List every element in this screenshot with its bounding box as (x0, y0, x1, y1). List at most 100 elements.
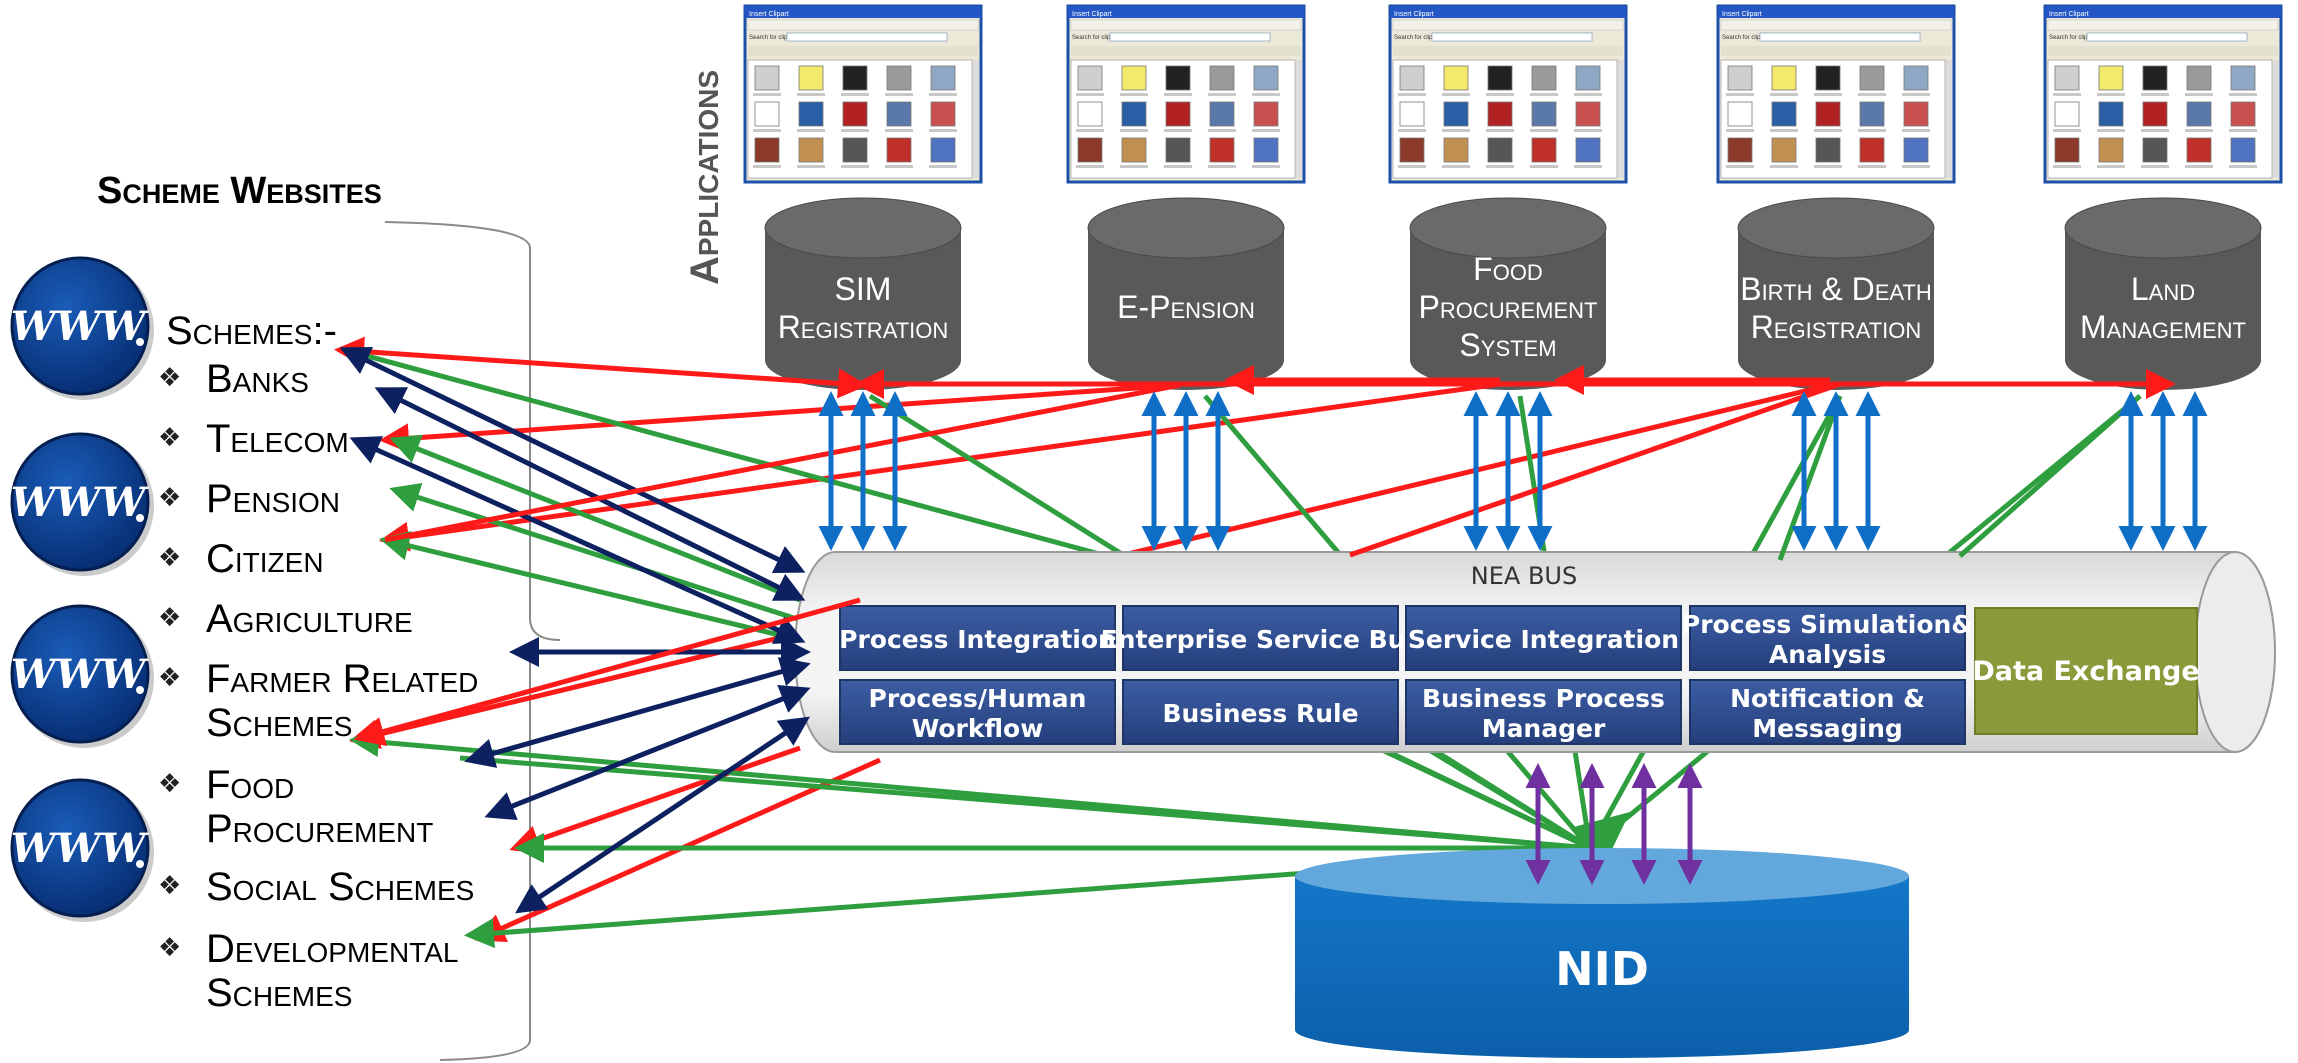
search-input[interactable] (2086, 32, 2248, 42)
clipart-thumbnail-icon[interactable] (1121, 137, 1147, 163)
bus-component-box[interactable]: Service Integration (1405, 605, 1682, 671)
clipart-thumbnail-icon[interactable] (1253, 137, 1279, 163)
scheme-item-label[interactable]: Food (206, 763, 294, 807)
clipart-thumbnail-icon[interactable] (886, 101, 912, 127)
clipart-thumbnail-icon[interactable] (1815, 65, 1841, 91)
clipart-thumbnail-icon[interactable] (2098, 101, 2124, 127)
clipart-thumbnail-icon[interactable] (1121, 65, 1147, 91)
scheme-item-label[interactable]: Procurement (206, 807, 433, 851)
clipart-thumbnail-icon[interactable] (930, 101, 956, 127)
clipart-thumbnail-icon[interactable] (1121, 101, 1147, 127)
clipart-thumbnail-icon[interactable] (1077, 101, 1103, 127)
clipart-thumbnail-icon[interactable] (1727, 137, 1753, 163)
search-input[interactable] (786, 32, 948, 42)
clipart-thumbnail-icon[interactable] (1443, 137, 1469, 163)
clipart-thumbnail-icon[interactable] (1575, 101, 1601, 127)
clipart-thumbnail-icon[interactable] (1399, 137, 1425, 163)
clipart-thumbnail-icon[interactable] (2142, 137, 2168, 163)
scheme-item-label[interactable]: Farmer Related (206, 657, 478, 701)
clipart-thumbnail-icon[interactable] (2230, 101, 2256, 127)
clipart-thumbnail-icon[interactable] (2098, 65, 2124, 91)
clipart-thumbnail-icon[interactable] (754, 65, 780, 91)
clipart-thumbnail-icon[interactable] (1077, 137, 1103, 163)
clipart-thumbnail-icon[interactable] (1575, 137, 1601, 163)
bus-component-box[interactable]: Enterprise Service Bus (1101, 605, 1421, 671)
clipart-thumbnail-icon[interactable] (1531, 137, 1557, 163)
clipart-thumbnail-icon[interactable] (1859, 101, 1885, 127)
clipart-thumbnail-icon[interactable] (1209, 137, 1235, 163)
bus-component-box[interactable]: Notification &Messaging (1689, 679, 1966, 745)
scheme-item-label[interactable]: Developmental (206, 927, 458, 971)
clipart-thumbnail-icon[interactable] (2186, 65, 2212, 91)
clipart-thumbnail-icon[interactable] (2230, 137, 2256, 163)
clipart-thumbnail-icon[interactable] (798, 65, 824, 91)
clipart-thumbnail-icon[interactable] (1575, 65, 1601, 91)
clipart-thumbnail-icon[interactable] (1903, 101, 1929, 127)
clipart-thumbnail-icon[interactable] (1903, 137, 1929, 163)
clipart-thumbnail-icon[interactable] (1531, 65, 1557, 91)
clipart-thumbnail-icon[interactable] (1859, 137, 1885, 163)
clipart-thumbnail-icon[interactable] (1531, 101, 1557, 127)
scheme-item-label[interactable]: Agriculture (206, 597, 413, 641)
scheme-item-label[interactable]: Citizen (206, 537, 324, 581)
clipart-thumbnail-icon[interactable] (1209, 101, 1235, 127)
clipart-thumbnail-icon[interactable] (2054, 65, 2080, 91)
clipart-thumbnail-icon[interactable] (1443, 65, 1469, 91)
bus-component-box[interactable]: Process Integration (839, 605, 1116, 671)
clipart-thumbnail-icon[interactable] (930, 65, 956, 91)
clipart-thumbnail-icon[interactable] (754, 101, 780, 127)
clipart-thumbnail-icon[interactable] (2098, 137, 2124, 163)
clipart-thumbnail-icon[interactable] (1727, 101, 1753, 127)
clipart-thumbnail-icon[interactable] (842, 65, 868, 91)
clipart-thumbnail-icon[interactable] (2054, 101, 2080, 127)
clipart-thumbnail-icon[interactable] (2054, 137, 2080, 163)
scheme-item-label[interactable]: Schemes (206, 701, 352, 745)
clipart-thumbnail-icon[interactable] (1165, 65, 1191, 91)
clipart-thumbnail-icon[interactable] (1077, 65, 1103, 91)
clipart-thumbnail-icon[interactable] (1399, 101, 1425, 127)
clipart-thumbnail-icon[interactable] (2142, 101, 2168, 127)
clipart-thumbnail-icon[interactable] (754, 137, 780, 163)
clipart-thumbnail-icon[interactable] (2186, 101, 2212, 127)
bus-component-box[interactable]: Process Simulation&Analysis (1682, 605, 1973, 671)
clipart-thumbnail-icon[interactable] (930, 137, 956, 163)
scheme-item-label[interactable]: Banks (206, 357, 309, 401)
data-exchange-box[interactable] (1974, 607, 2198, 735)
clipart-thumbnail-icon[interactable] (1443, 101, 1469, 127)
clipart-thumbnail-icon[interactable] (1903, 65, 1929, 91)
search-input[interactable] (1431, 32, 1593, 42)
clipart-thumbnail-icon[interactable] (886, 65, 912, 91)
clipart-thumbnail-icon[interactable] (886, 137, 912, 163)
search-input[interactable] (1759, 32, 1921, 42)
clipart-thumbnail-icon[interactable] (1487, 65, 1513, 91)
clipart-thumbnail-icon[interactable] (1253, 65, 1279, 91)
clipart-thumbnail-icon[interactable] (1771, 65, 1797, 91)
www-globe-icon[interactable] (10, 778, 154, 922)
www-globe-icon[interactable] (10, 604, 154, 748)
clipart-thumbnail-icon[interactable] (1487, 137, 1513, 163)
clipart-thumbnail-icon[interactable] (798, 137, 824, 163)
clipart-thumbnail-icon[interactable] (1815, 101, 1841, 127)
clipart-thumbnail-icon[interactable] (1209, 65, 1235, 91)
app-database[interactable]: E-Pension (1087, 197, 1285, 390)
clipart-thumbnail-icon[interactable] (1165, 101, 1191, 127)
clipart-thumbnail-icon[interactable] (1165, 137, 1191, 163)
clipart-thumbnail-icon[interactable] (2230, 65, 2256, 91)
clipart-thumbnail-icon[interactable] (1771, 137, 1797, 163)
www-globe-icon[interactable] (10, 432, 154, 576)
clipart-thumbnail-icon[interactable] (1859, 65, 1885, 91)
scheme-item-label[interactable]: Pension (206, 477, 340, 521)
www-globe-icon[interactable] (10, 256, 154, 400)
clipart-thumbnail-icon[interactable] (1399, 65, 1425, 91)
